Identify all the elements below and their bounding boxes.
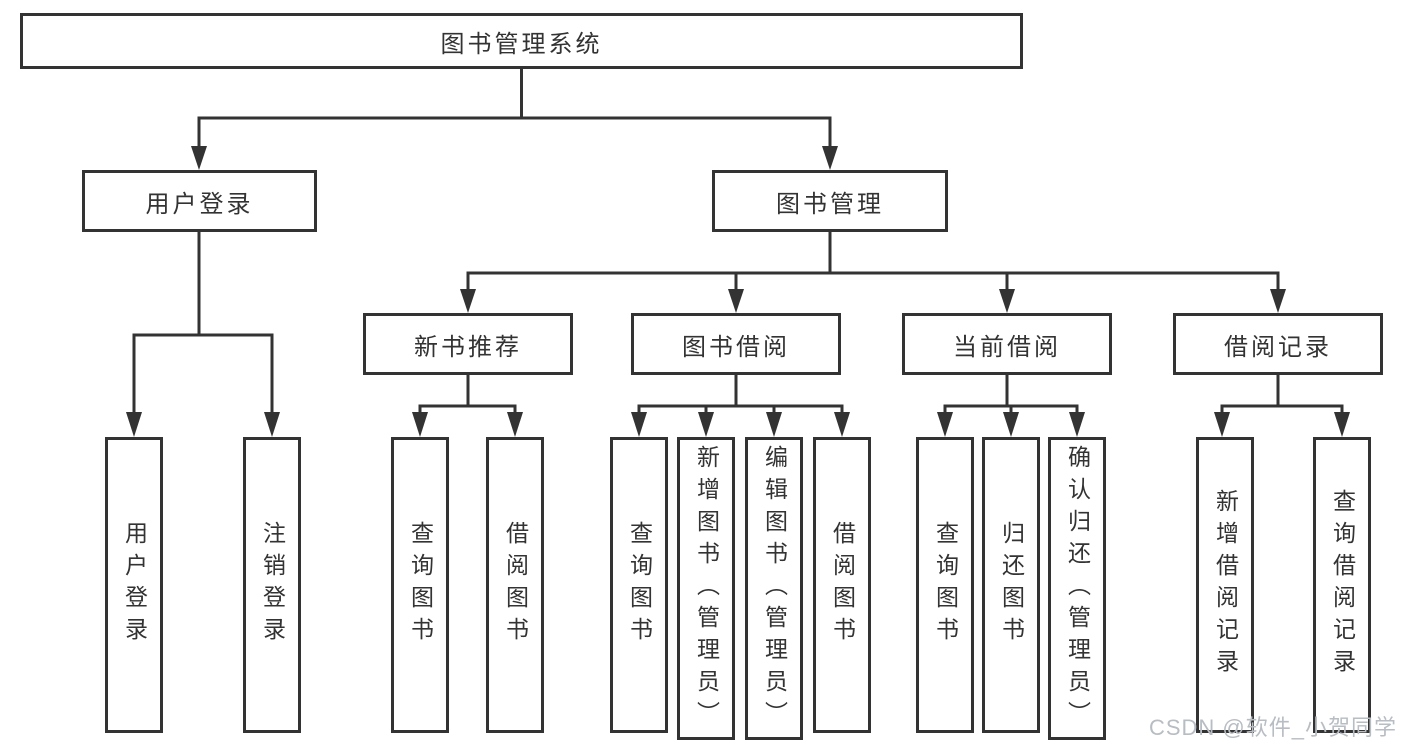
leaf-label: 注销登录 [259, 521, 286, 649]
node-label: 图书借阅 [682, 333, 790, 361]
leaf-logout: 注销登录 [243, 437, 301, 733]
node-user-login: 用户登录 [82, 170, 317, 232]
leaf-label: 归还图书 [998, 521, 1025, 649]
node-book-management: 图书管理 [712, 170, 948, 232]
leaf-query-books-current: 查询图书 [916, 437, 974, 733]
leaf-label: 借阅图书 [829, 521, 856, 649]
leaf-label: 确认归还（管理员） [1064, 444, 1091, 733]
node-label: 借阅记录 [1224, 333, 1332, 361]
leaf-label: 新增图书（管理员） [693, 444, 720, 733]
leaf-label: 借阅图书 [502, 521, 529, 649]
leaf-add-books-admin: 新增图书（管理员） [677, 437, 735, 740]
leaf-query-books-recommend: 查询图书 [391, 437, 449, 733]
node-label: 图书管理 [776, 190, 884, 218]
leaf-borrow-books-recommend: 借阅图书 [486, 437, 544, 733]
node-label: 新书推荐 [414, 333, 522, 361]
node-label: 用户登录 [145, 190, 254, 218]
leaf-label: 编辑图书（管理员） [761, 444, 788, 733]
node-label: 当前借阅 [953, 333, 1061, 361]
leaf-query-books-borrow: 查询图书 [610, 437, 668, 733]
leaf-user-login: 用户登录 [105, 437, 163, 733]
leaf-add-borrow-record: 新增借阅记录 [1196, 437, 1254, 733]
node-book-borrow: 图书借阅 [631, 313, 841, 375]
leaf-label: 查询图书 [626, 521, 653, 649]
leaf-edit-books-admin: 编辑图书（管理员） [745, 437, 803, 740]
leaf-label: 查询图书 [407, 521, 434, 649]
leaf-label: 用户登录 [121, 521, 148, 649]
node-current-borrow: 当前借阅 [902, 313, 1112, 375]
leaf-label: 查询借阅记录 [1329, 489, 1356, 681]
leaf-label: 查询图书 [932, 521, 959, 649]
node-library-management-system: 图书管理系统 [20, 13, 1023, 69]
leaf-query-borrow-record: 查询借阅记录 [1313, 437, 1371, 733]
leaf-borrow-books: 借阅图书 [813, 437, 871, 733]
csdn-watermark: CSDN @软件_小贺同学 [1148, 715, 1397, 740]
leaf-label: 新增借阅记录 [1212, 489, 1239, 681]
node-label: 图书管理系统 [440, 30, 603, 58]
node-new-book-recommend: 新书推荐 [363, 313, 573, 375]
node-borrow-records: 借阅记录 [1173, 313, 1383, 375]
leaf-confirm-return-admin: 确认归还（管理员） [1048, 437, 1106, 740]
leaf-return-books: 归还图书 [982, 437, 1040, 733]
